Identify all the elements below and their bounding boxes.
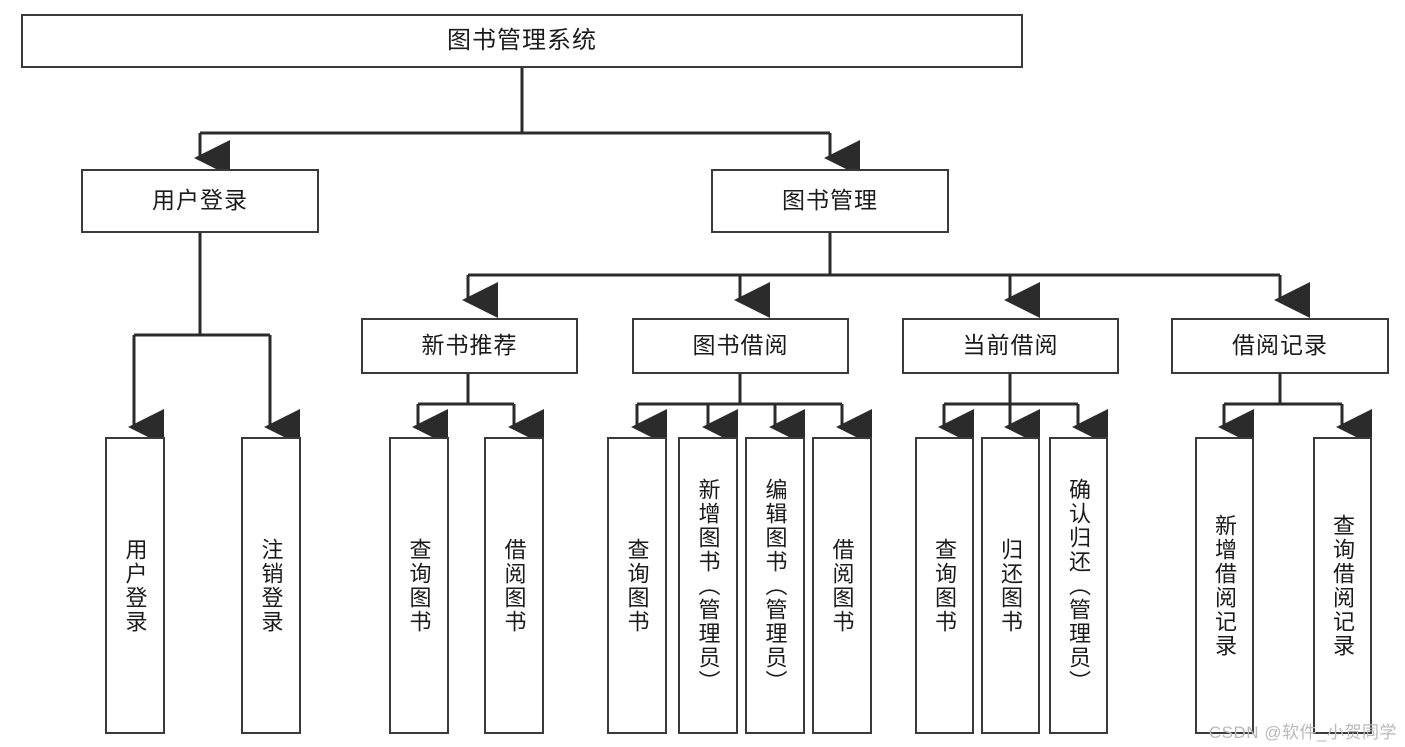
node-label: 借阅记录 (1232, 332, 1328, 359)
node-leaf-edit-book[interactable]: 编辑图书（管理员） (745, 437, 805, 734)
node-leaf-logout-login[interactable]: 注销登录 (241, 437, 301, 734)
node-leaf-query-book-1[interactable]: 查询图书 (389, 437, 449, 734)
node-borrow-record[interactable]: 借阅记录 (1171, 318, 1389, 374)
node-label: 查询借阅记录 (1330, 513, 1356, 658)
node-label: 查询图书 (406, 537, 432, 634)
node-user-login[interactable]: 用户登录 (81, 169, 319, 233)
node-leaf-borrow-book-2[interactable]: 借阅图书 (812, 437, 872, 734)
node-leaf-add-book[interactable]: 新增图书（管理员） (678, 437, 738, 734)
node-leaf-return-book[interactable]: 归还图书 (981, 437, 1040, 734)
node-label: 确认归还（管理员） (1066, 477, 1092, 694)
node-label: 新书推荐 (421, 332, 518, 359)
node-label: 借阅图书 (829, 537, 855, 634)
node-label: 图书管理 (782, 187, 878, 214)
node-book-manage[interactable]: 图书管理 (711, 169, 949, 233)
node-label: 用户登录 (152, 187, 248, 214)
node-book-borrow[interactable]: 图书借阅 (632, 318, 849, 374)
node-leaf-confirm-return[interactable]: 确认归还（管理员） (1049, 437, 1108, 734)
node-label: 查询图书 (624, 537, 650, 634)
node-label: 查询图书 (932, 537, 958, 634)
node-root-system[interactable]: 图书管理系统 (21, 14, 1023, 68)
node-leaf-borrow-book-1[interactable]: 借阅图书 (484, 437, 544, 734)
node-label: 用户登录 (122, 537, 148, 634)
node-label: 归还图书 (998, 537, 1024, 634)
node-leaf-query-record[interactable]: 查询借阅记录 (1313, 437, 1372, 734)
node-label: 图书借阅 (692, 332, 789, 359)
node-label: 新增借阅记录 (1212, 513, 1238, 658)
node-leaf-add-record[interactable]: 新增借阅记录 (1195, 437, 1254, 734)
node-leaf-query-book-3[interactable]: 查询图书 (915, 437, 974, 734)
node-label: 借阅图书 (501, 537, 527, 634)
node-new-book-recommend[interactable]: 新书推荐 (361, 318, 578, 374)
node-leaf-user-login[interactable]: 用户登录 (105, 437, 165, 734)
node-label: 新增图书（管理员） (695, 477, 721, 694)
node-label: 编辑图书（管理员） (762, 477, 788, 694)
node-leaf-query-book-2[interactable]: 查询图书 (607, 437, 667, 734)
node-label: 当前借阅 (962, 332, 1059, 359)
node-label: 注销登录 (258, 537, 284, 634)
watermark-text: CSDN @软件_小贺同学 (1208, 723, 1397, 742)
node-label: 图书管理系统 (447, 26, 597, 54)
node-current-borrow[interactable]: 当前借阅 (902, 318, 1119, 374)
